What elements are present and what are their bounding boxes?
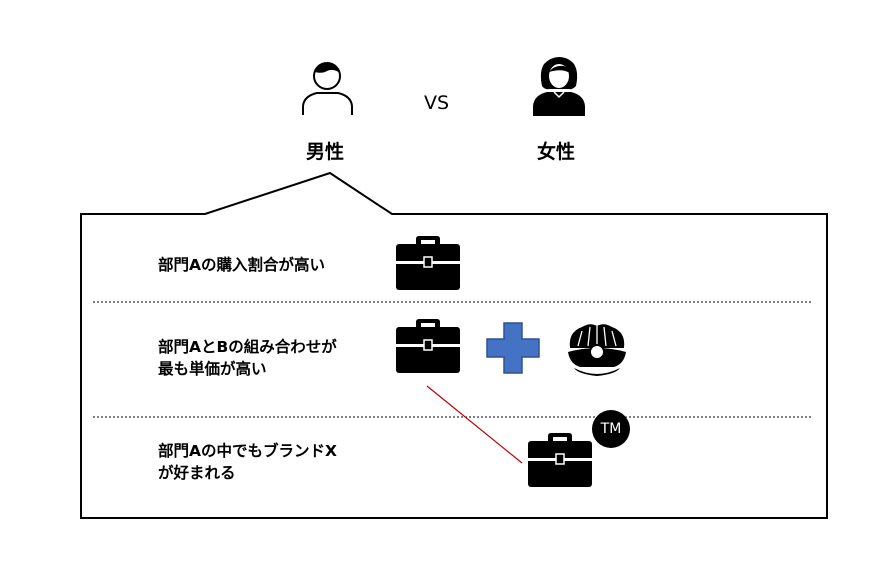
pearl-oyster-icon: [568, 324, 626, 376]
trademark-badge-icon: TM: [592, 410, 630, 448]
row-3-line-2: が好まれる: [158, 464, 236, 482]
female-person-icon: [533, 57, 585, 116]
connector-line: [426, 385, 523, 464]
briefcase-icon: [396, 236, 460, 290]
row-1-text: 部門Aの購入割合が高い: [158, 254, 325, 276]
row-3-text: 部門Aの中でもブランドX が好まれる: [158, 440, 337, 484]
row-2-line-1: 部門AとBの組み合わせが: [158, 338, 337, 356]
briefcase-icon: [528, 433, 592, 487]
female-label: 女性: [537, 141, 576, 163]
male-label: 男性: [306, 141, 345, 163]
briefcase-icon: [396, 319, 460, 373]
vs-label: VS: [424, 92, 450, 114]
row-2-text: 部門AとBの組み合わせが 最も単価が高い: [158, 336, 337, 380]
male-person-icon: [302, 62, 353, 115]
row-1-line-1: 部門Aの購入割合が高い: [158, 256, 325, 274]
row-3-line-1: 部門Aの中でもブランドX: [158, 442, 337, 460]
row-2-line-2: 最も単価が高い: [158, 360, 267, 378]
trademark-badge-text: TM: [600, 421, 622, 437]
plus-icon: [486, 322, 540, 374]
